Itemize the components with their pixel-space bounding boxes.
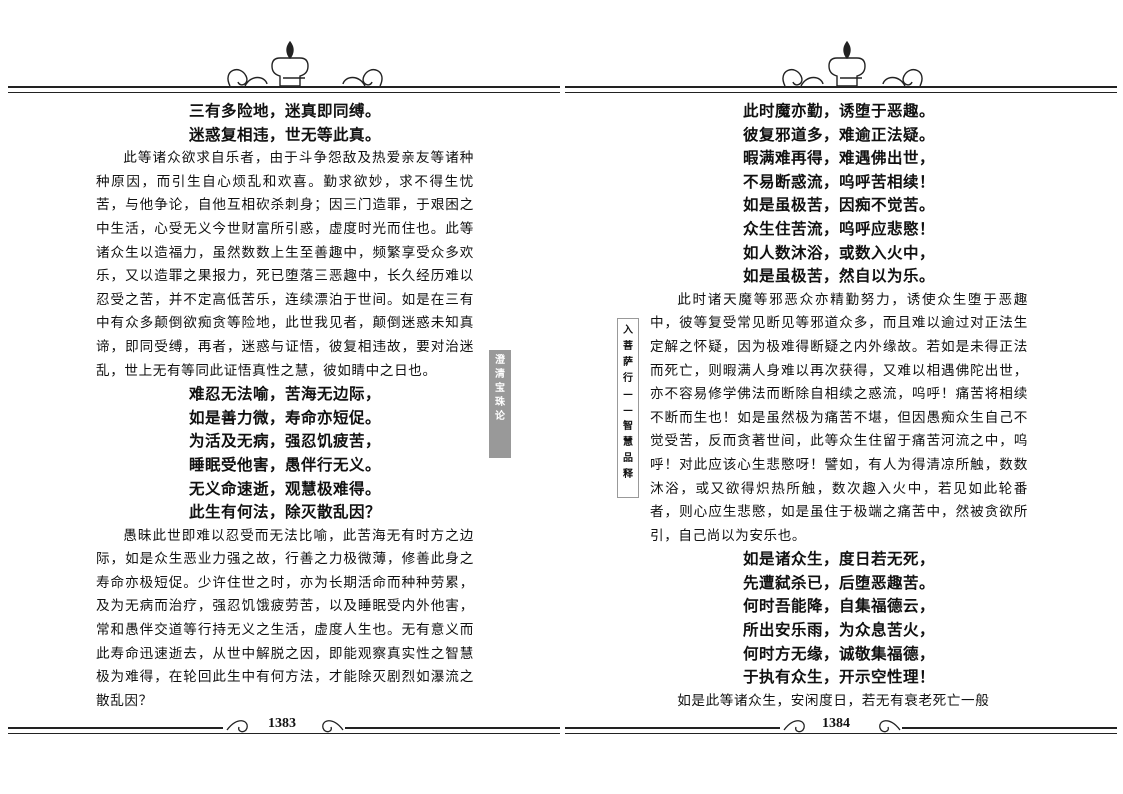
page-number-right: 1384 [822, 716, 850, 731]
tab-char: 行 [623, 373, 633, 384]
footer-rule-right [565, 727, 780, 729]
verse-line: 何时吾能降，自集福德云， [742, 597, 935, 616]
verse-line: 如是虽极苦，然自以为乐。 [742, 267, 935, 286]
footer-rule-right-2 [902, 727, 1117, 729]
header-rule-left-thin [8, 92, 560, 93]
footer-rule-left-2 [345, 727, 560, 729]
verse-line: 如是诸众生，度日若无死， [742, 550, 935, 569]
header-ornament-right [782, 40, 923, 87]
header-rule-right-thin [565, 92, 1117, 93]
chapter-tab-right: 入 菩 萨 行 — — 智 慧 品 释 [617, 318, 639, 498]
commentary-paragraph: 此等诸众欲求自乐者，由于斗争怨敌及热爱亲友等诸种种原因，而引生自心烦乱和欢喜。勤… [96, 150, 474, 379]
verse-line: 无义命速逝，观慧极难得。 [188, 479, 381, 498]
tab-char: 宝 [495, 383, 505, 394]
left-page: 三有多险地，迷真即同缚。 迷惑复相违，世无等此真。 此等诸众欲求自乐者，由于斗争… [96, 100, 474, 713]
tab-char: 清 [495, 369, 505, 380]
verse-line: 如是虽极苦，因痴不觉苦。 [742, 196, 935, 215]
verse-line: 难忍无法喻，苦海无边际， [188, 385, 381, 404]
right-page: 此时魔亦勤，诱堕于恶趣。 彼复邪道多，难逾正法疑。 暇满难再得，难遇佛出世， 不… [650, 100, 1028, 713]
verse-line: 何时方无缘，诚敬集福德， [742, 644, 935, 663]
header-ornament-left [227, 40, 383, 87]
verse-line: 睡眠受他害，愚伴行无义。 [188, 455, 381, 474]
commentary-paragraph: 此时诸天魔等邪恶众亦精勤努力，诱使众生堕于恶趣中，彼等复受常见断见等邪道众多，而… [650, 291, 1028, 544]
verse-line: 于执有众生，开示空性理！ [742, 668, 935, 687]
commentary-paragraph: 愚昧此世即难以忍受而无法比喻，此苦海无有时方之边际，如是众生恶业力强之故，行善之… [96, 527, 474, 709]
verse-line: 三有多险地，迷真即同缚。 [188, 102, 381, 120]
verse-block: 如是诸众生，度日若无死， 先遭弑杀已，后堕恶趣苦。 何时吾能降，自集福德云， 所… [650, 548, 1028, 690]
chapter-tab-left: 澄 清 宝 珠 论 [489, 350, 511, 458]
header-rule-right [565, 86, 1117, 88]
verse-line: 不易断惑流，呜呼苦相续！ [742, 172, 935, 191]
verse-line: 此生有何法，除灭散乱因？ [188, 503, 381, 522]
tab-char: 智 [623, 421, 633, 432]
tab-char: 入 [623, 325, 633, 336]
verse-line: 如是善力微，寿命亦短促。 [188, 408, 381, 427]
tab-char: 品 [623, 453, 633, 464]
verse-block: 三有多险地，迷真即同缚。 迷惑复相违，世无等此真。 [96, 100, 474, 147]
verse-line: 众生住苦流，呜呼应悲愍！ [742, 219, 935, 238]
footer-rule-left-thin [8, 733, 560, 734]
tab-char: — [623, 405, 633, 416]
tab-char: — [623, 389, 633, 400]
footer-ornament-right [783, 720, 901, 733]
commentary-paragraph: 如是此等诸众生，安闲度日，若无有衰老死亡一般 [677, 692, 990, 709]
footer-rule-left [8, 727, 223, 729]
header-rule-left [8, 86, 560, 88]
verse-line: 所出安乐雨，为众息苦火， [742, 621, 935, 640]
footer-ornament-left [226, 720, 344, 733]
verse-line: 迷惑复相违，世无等此真。 [188, 125, 381, 144]
tab-char: 澄 [495, 355, 505, 366]
verse-line: 彼复邪道多，难逾正法疑。 [742, 125, 935, 144]
tab-char: 菩 [623, 341, 633, 352]
verse-block: 难忍无法喻，苦海无边际， 如是善力微，寿命亦短促。 为活及无病，强忍饥疲苦， 睡… [96, 383, 474, 525]
footer-rule-right-thin [565, 733, 1117, 734]
tab-char: 论 [495, 411, 505, 422]
page-number-left: 1383 [268, 716, 296, 731]
verse-line: 为活及无病，强忍饥疲苦， [188, 432, 381, 451]
verse-line: 如人数沐浴，或数入火中， [742, 243, 935, 262]
verse-block: 此时魔亦勤，诱堕于恶趣。 彼复邪道多，难逾正法疑。 暇满难再得，难遇佛出世， 不… [650, 100, 1028, 289]
tab-char: 珠 [495, 397, 505, 408]
verse-line: 先遭弑杀已，后堕恶趣苦。 [742, 573, 935, 592]
tab-char: 慧 [623, 437, 633, 448]
tab-char: 萨 [623, 357, 633, 368]
tab-char: 释 [623, 469, 633, 480]
verse-line: 此时魔亦勤，诱堕于恶趣。 [742, 102, 935, 120]
verse-line: 暇满难再得，难遇佛出世， [742, 149, 935, 168]
